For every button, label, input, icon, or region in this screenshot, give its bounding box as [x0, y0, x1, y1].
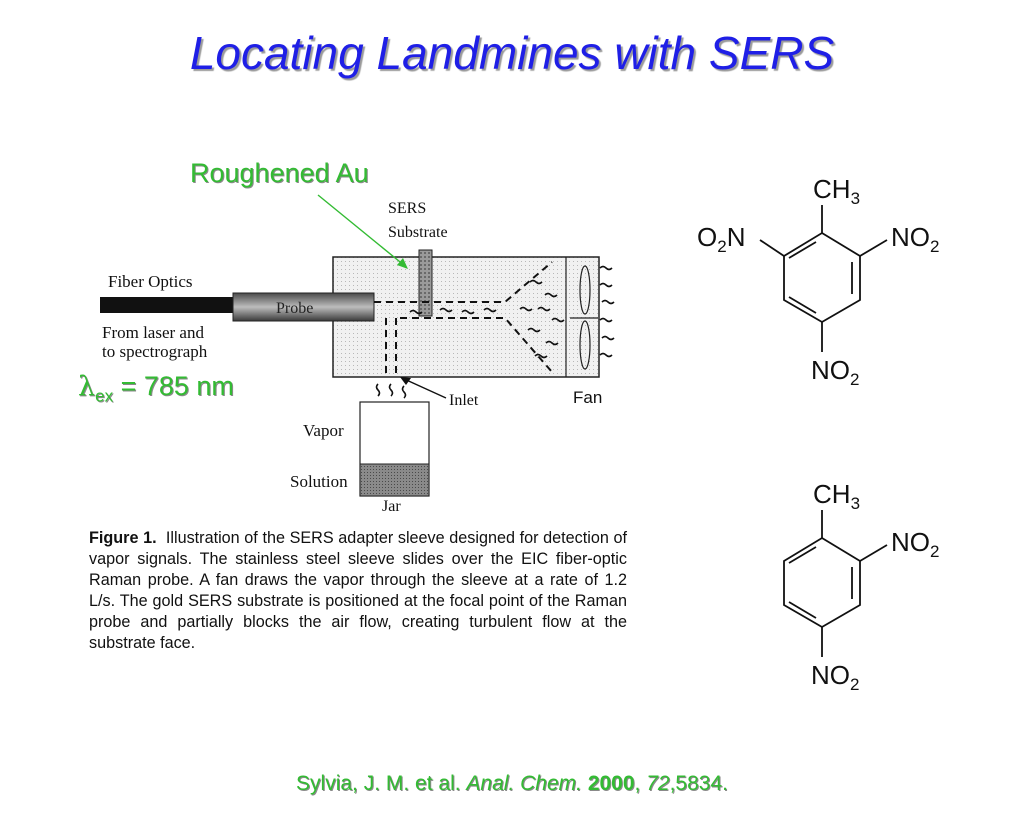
lambda-symbol: λ [78, 371, 96, 402]
solution-fill [359, 463, 430, 497]
from-laser-line2: to spectrograph [102, 342, 208, 361]
citation: Sylvia, J. M. et al. Anal. Chem. 2000, 7… [296, 772, 728, 795]
citation-pages: ,5834. [669, 772, 728, 795]
substrate-label: Substrate [388, 224, 448, 241]
from-laser-label: From laser and to spectrograph [102, 323, 207, 361]
tnt-right-no2-label: NO2 [891, 222, 940, 257]
figure-label: Figure 1. [89, 529, 157, 547]
lambda-subscript: ex [95, 386, 114, 406]
citation-year: 2000 [587, 772, 635, 795]
excitation-wavelength: λex = 785 nm [78, 371, 234, 406]
tnt-bottom-no2-label: NO2 [811, 355, 860, 390]
fiber-optics-label: Fiber Optics [108, 272, 193, 291]
fan-label: Fan [573, 388, 603, 407]
jar-label: Jar [382, 498, 401, 515]
dnt-ch3-label: CH3 [813, 479, 861, 514]
dnt-bottom-no2-label: NO2 [811, 660, 860, 695]
from-laser-line1: From laser and [102, 323, 204, 342]
citation-volume: 72 [646, 772, 670, 795]
dnt-right-no2-label: NO2 [891, 527, 940, 562]
vapor-label: Vapor [303, 421, 344, 440]
roughened-au-label: Roughened Au [190, 158, 369, 188]
raman-probe [232, 292, 375, 322]
tnt-o2n-label: O2N [697, 222, 746, 257]
probe-label: Probe [276, 300, 314, 317]
figure-caption: Figure 1. Illustration of the SERS adapt… [89, 528, 627, 654]
fan-icon [570, 265, 598, 370]
solution-label: Solution [290, 472, 348, 491]
citation-authors: Sylvia, J. M. et al. [296, 772, 467, 795]
tnt-ch3-label: CH3 [813, 174, 861, 209]
caption-text: Illustration of the SERS adapter sleeve … [89, 529, 627, 652]
fiber-optic-cable [100, 297, 235, 313]
lambda-value: = 785 nm [113, 371, 234, 401]
citation-journal: Anal. Chem. [466, 772, 582, 795]
sers-label: SERS [388, 200, 427, 217]
slide-title: Locating Landmines with SERS [189, 27, 835, 79]
inlet-label: Inlet [449, 392, 479, 409]
sers-substrate [418, 249, 433, 317]
